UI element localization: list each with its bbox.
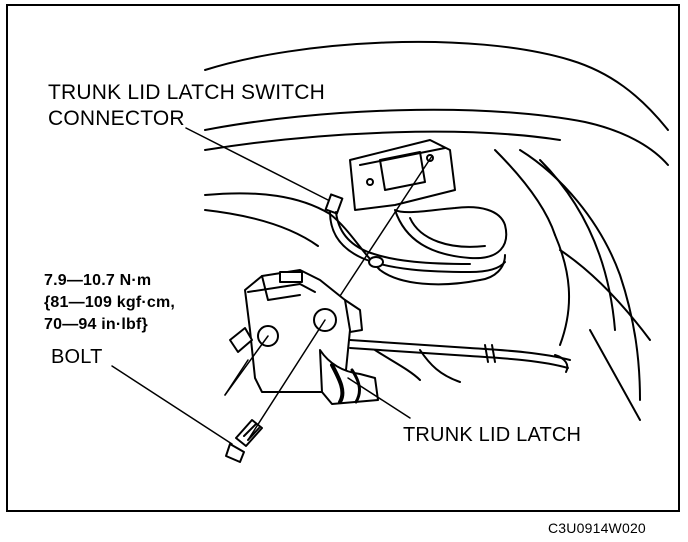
trunk-lid-panel (204, 40, 669, 421)
connector-callout: TRUNK LID LATCH SWITCH CONNECTOR (48, 80, 325, 132)
switch-connector-harness (324, 193, 506, 273)
bolt-callout: BOLT (51, 346, 103, 368)
torque-spec-callout: 7.9—10.7 N·m {81—109 kgf·cm, 70—94 in·lb… (44, 270, 175, 336)
bolt (225, 419, 263, 463)
latch-callout: TRUNK LID LATCH (403, 424, 582, 446)
inner-panel (329, 139, 508, 286)
torque-spec-inlbf: 70—94 in·lbf} (44, 316, 148, 333)
connector-callout-line2: CONNECTOR (48, 107, 185, 130)
latch-rod (349, 339, 571, 383)
figure-frame (6, 4, 680, 512)
connector-callout-line1: TRUNK LID LATCH SWITCH (48, 81, 326, 104)
trunk-lid-latch (229, 269, 379, 405)
torque-spec-kgfcm: {81—109 kgf·cm, (44, 294, 176, 311)
figure-code: C3U0914W020 (548, 520, 646, 536)
torque-spec-nm: 7.9—10.7 N·m (44, 272, 152, 289)
leader-lines (111, 127, 433, 445)
